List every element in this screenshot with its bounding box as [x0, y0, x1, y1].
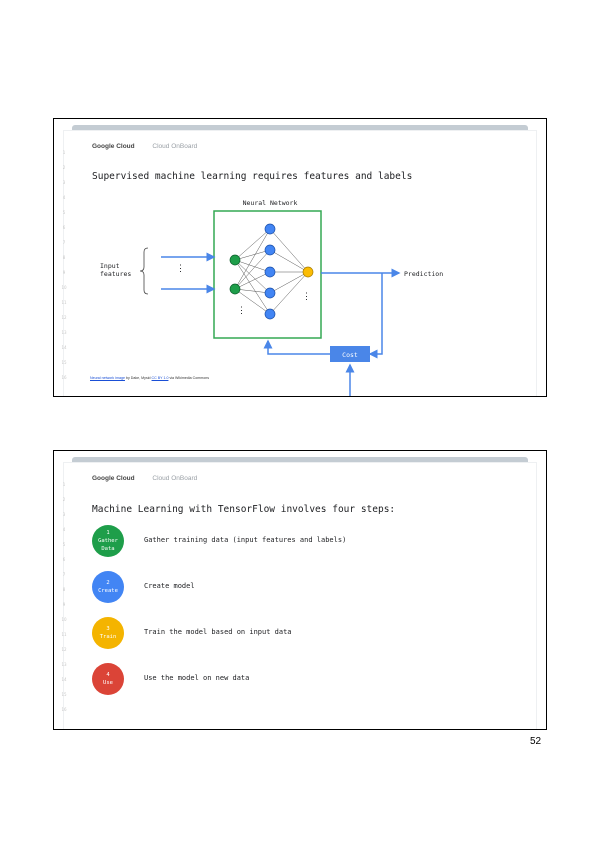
google-cloud-logo: Google Cloud Cloud OnBoard: [92, 475, 197, 482]
ruler-number: 12: [61, 315, 67, 320]
ruler-number: 4: [62, 527, 66, 532]
cost-box: [330, 346, 370, 362]
ruler-number: 5: [62, 210, 66, 215]
hidden-node: [264, 266, 276, 278]
prediction-label: Prediction: [404, 270, 443, 278]
input-label-line1: Input: [100, 262, 120, 270]
ruler-number: 13: [61, 662, 67, 667]
input-brace: [139, 247, 149, 295]
input-label-line2: features: [100, 270, 131, 278]
step-create: 2 Create Create model: [92, 571, 452, 603]
ruler-number: 14: [61, 345, 67, 350]
line-number-ruler: 1 2 3 4 5 6 7 8 9 10 11 12 13 14 15 16: [58, 145, 70, 385]
slide-neural-network: 1 2 3 4 5 6 7 8 9 10 11 12 13 14 15 16 G…: [53, 118, 547, 397]
network-connections: [234, 228, 309, 315]
ruler-number: 6: [62, 557, 66, 562]
ruler-number: 13: [61, 330, 67, 335]
ruler-number: 10: [61, 285, 67, 290]
step-description: Create model: [144, 582, 195, 590]
step-number: 3: [106, 626, 110, 632]
feedback-arrow-to-cost: [368, 273, 383, 359]
ruler-number: 8: [62, 587, 66, 592]
ellipsis-icon: ⋮: [237, 306, 246, 316]
ruler-number: 1: [62, 150, 66, 155]
neural-network-diagram: Neural Network Input features ⋮: [100, 199, 443, 396]
cost-label: Cost: [342, 351, 358, 359]
ruler-number: 15: [61, 360, 67, 365]
google-cloud-logo: Google Cloud Cloud OnBoard: [92, 143, 197, 150]
ellipsis-icon: ⋮: [302, 292, 311, 302]
step-name: Data: [101, 546, 115, 552]
credit-suffix: via Wikimedia Commons: [168, 376, 209, 380]
ruler-number: 11: [61, 632, 67, 637]
ruler-number: 2: [62, 497, 66, 502]
ruler-number: 2: [62, 165, 66, 170]
input-node: [229, 254, 241, 266]
line-number-ruler: 1 2 3 4 5 6 7 8 9 10 11 12 13 14 15 16: [58, 477, 70, 717]
step-use: 4 Use Use the model on new data: [92, 663, 452, 695]
ruler-number: 16: [61, 707, 67, 712]
brand-google-cloud: Google Cloud: [92, 143, 135, 150]
ruler-number: 7: [62, 240, 66, 245]
ruler-number: 15: [61, 692, 67, 697]
hidden-node: [264, 223, 276, 235]
hidden-node: [264, 244, 276, 256]
network-box: [213, 210, 322, 339]
ellipsis-icon: ⋮: [176, 264, 185, 274]
step-badge: 4 Use: [92, 663, 124, 695]
slide-title: Machine Learning with TensorFlow involve…: [92, 504, 396, 515]
slide-tensorflow-steps: 1 2 3 4 5 6 7 8 9 10 11 12 13 14 15 16 G…: [53, 450, 547, 730]
brand-cloud-onboard: Cloud OnBoard: [152, 475, 198, 482]
ruler-number: 9: [62, 270, 66, 275]
ruler-number: 10: [61, 617, 67, 622]
slide-title: Supervised machine learning requires fea…: [92, 171, 413, 182]
input-node: [229, 283, 241, 295]
ruler-number: 11: [61, 300, 67, 305]
ruler-number: 1: [62, 482, 66, 487]
hidden-node: [264, 287, 276, 299]
step-description: Use the model on new data: [144, 674, 250, 682]
step-description: Gather training data (input features and…: [144, 536, 347, 544]
image-credit: Neural network image by Dake, Mysid CC B…: [90, 376, 209, 380]
brand-google-cloud: Google Cloud: [92, 475, 135, 482]
ruler-number: 9: [62, 602, 66, 607]
ruler-number: 14: [61, 677, 67, 682]
credit-link[interactable]: Neural network image: [90, 376, 125, 380]
step-name: Create: [98, 588, 118, 594]
credit-license-link[interactable]: CC BY 1.0: [151, 376, 169, 380]
step-number: 4: [106, 672, 110, 678]
ruler-number: 4: [62, 195, 66, 200]
page-number: 52: [530, 736, 542, 747]
network-label: Neural Network: [243, 199, 298, 207]
step-badge: 1 Gather Data: [92, 525, 124, 557]
ruler-number: 8: [62, 255, 66, 260]
ruler-number: 12: [61, 647, 67, 652]
step-gather-data: 1 Gather Data Gather training data (inpu…: [92, 525, 452, 557]
step-number: 2: [106, 580, 110, 586]
step-name: Use: [103, 680, 113, 686]
ruler-number: 5: [62, 542, 66, 547]
step-badge: 2 Create: [92, 571, 124, 603]
step-train: 3 Train Train the model based on input d…: [92, 617, 452, 649]
step-name: Gather: [98, 538, 118, 544]
slide-card: [64, 131, 536, 396]
ruler-number: 3: [62, 512, 66, 517]
step-badge: 3 Train: [92, 617, 124, 649]
hidden-node: [264, 308, 276, 320]
ruler-number: 16: [61, 375, 67, 380]
step-number: 1: [106, 530, 110, 536]
slide-top-bar: [72, 125, 528, 133]
output-node: [302, 266, 314, 278]
feedback-arrow-to-network: [263, 339, 330, 355]
step-description: Train the model based on input data: [144, 628, 292, 636]
credit-author: by Dake, Mysid: [124, 376, 152, 380]
ruler-number: 6: [62, 225, 66, 230]
slide-card: [64, 463, 536, 729]
slide-top-bar: [72, 457, 528, 465]
ruler-number: 7: [62, 572, 66, 577]
step-name: Train: [99, 634, 117, 640]
ruler-number: 3: [62, 180, 66, 185]
brand-cloud-onboard: Cloud OnBoard: [152, 143, 198, 150]
